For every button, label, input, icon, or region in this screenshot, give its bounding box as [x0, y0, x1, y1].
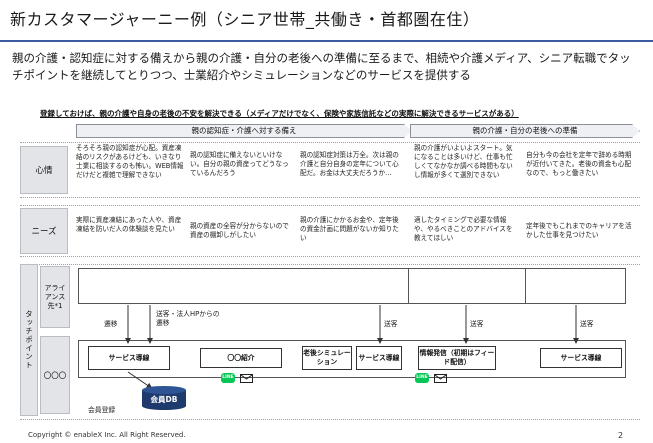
mindset-cell-3: 親の認知症対策は万全。次は親の介護と自分自身の定年について心配だ。お金は大丈夫だ… — [300, 151, 399, 177]
underline-heading-text: 登録しておけば、親の介護や自身の老後の不安を解決できる（メディアだけでなく、保険… — [40, 109, 519, 118]
member-db-label: 会員DB — [150, 395, 178, 404]
mail-icon — [434, 374, 447, 383]
label-transfer: 遷移 — [104, 320, 118, 328]
needs-cell-5: 定年後でもこれまでのキャリアを活かした仕事を見つけたい — [526, 222, 632, 239]
needs-cell-1: 実際に資産凍結にあった人や、資産凍結を防いだ人の体験談を見たい — [76, 216, 182, 233]
phase-chevron-2: 親の介護・自分の老後への準備 — [410, 124, 640, 138]
label-send-3: 送客 — [580, 320, 594, 328]
mindset-cell-4: 親の介護がいよいよスタート。気になることは多いけど、仕事も忙しくてなかなか調べる… — [414, 144, 513, 179]
page-number: 2 — [618, 431, 624, 440]
underline-heading: 登録しておけば、親の介護や自身の老後の不安を解決できる（メディアだけでなく、保険… — [40, 108, 519, 119]
alliance-row-label: アライアンス先*1 — [40, 266, 70, 328]
page-title: 新カスタマージャーニー例（シニア世帯_共働き・首都圏在住） — [10, 10, 480, 29]
mindset-cell-2: 親の認知症に備えないといけない。自分の親の資産ってどうなっているんだろう — [190, 151, 289, 177]
info-feed-box[interactable]: 情報発信（初期はフィード配信） — [418, 346, 496, 370]
touchpoint-label-box: タッチポイント — [20, 264, 38, 416]
mindset-cell-5: 自分も今の会社を定年で辞める時期が近付いてきた。老後の資金も心配なので、もっと働… — [526, 151, 632, 177]
intro-box[interactable]: 〇〇紹介 — [200, 348, 282, 368]
touchpoint-band — [20, 264, 640, 420]
service-guide-box-3[interactable]: サービス導線 — [540, 348, 622, 368]
label-send-2: 送客 — [470, 320, 484, 328]
touchpoint-label: タッチポイント — [24, 310, 34, 370]
service-guide-box-1[interactable]: サービス導線 — [88, 346, 170, 370]
lead-text: 親の介護・認知症に対する備えから親の介護・自分の老後への準備に至るまで、相続や介… — [12, 51, 631, 82]
label-referral: 送客・法人HPからの遷移 — [156, 310, 220, 327]
member-db-cylinder: 会員DB — [142, 386, 186, 410]
mindset-band — [20, 142, 640, 198]
service-guide-box-2[interactable]: サービス導線 — [356, 346, 402, 370]
needs-cell-3: 親の介護にかかるお金や、定年後の資金計画に問題がないか知りたい — [300, 216, 399, 242]
line-icon: LINE — [415, 373, 429, 383]
arrow-to-db — [127, 371, 153, 389]
title-divider — [0, 40, 653, 42]
needs-cell-4: 適したタイミングで必要な情報や、やるべきことのアドバイスを教えてほしい — [414, 216, 513, 242]
line-icon: LINE — [221, 373, 235, 383]
alliance-partner-bar-2 — [408, 268, 526, 304]
mail-icon — [240, 374, 253, 383]
mindset-cell-1: そろそろ親の認知症が心配。資産凍結のリスクがあるけども、いきなり士業に相談するの… — [76, 144, 184, 179]
alliance-partner-bar — [78, 268, 626, 304]
needs-row-label: ニーズ — [20, 208, 68, 254]
needs-band — [20, 205, 640, 257]
needs-cell-2: 親の資産の全容が分からないので資産の棚卸しがしたい — [190, 222, 289, 239]
ooo-row-label: 〇〇〇 — [40, 336, 70, 414]
label-send-1: 送客 — [384, 320, 398, 328]
phase-chevron-1: 親の認知症・介護へ対する備え — [76, 124, 412, 138]
mindset-row-label: 心情 — [20, 146, 68, 194]
copyright-footer: Copyright © enableX Inc. All Right Reser… — [28, 431, 186, 439]
member-registration-label: 会員登録 — [88, 406, 116, 414]
retirement-sim-box[interactable]: 老後シミュレーション — [302, 346, 352, 370]
